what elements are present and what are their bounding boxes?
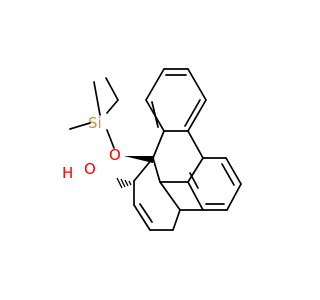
bond-five-2 [187, 130, 204, 159]
bond-benzo-3 [187, 68, 207, 101]
bond-five-3 [187, 157, 204, 183]
bond-si-methyl-top [93, 81, 101, 116]
wedge-bond-o-c [124, 156, 153, 163]
bond-left-4b [139, 203, 153, 223]
bond-left-7 [159, 181, 181, 211]
atom-label-oh-o: O [84, 160, 96, 178]
bond-si-methyl-left [69, 122, 91, 130]
bond-left-4 [133, 204, 151, 231]
bond-naph-5b [189, 172, 199, 189]
bond-naph-5 [187, 181, 204, 211]
bond-left-6 [133, 157, 154, 182]
bond-naph-2 [225, 157, 242, 185]
bond-naph-3 [226, 183, 242, 211]
molecule-drawing: Si O H O [62, 68, 242, 231]
bond-five-1 [152, 130, 165, 159]
bond-benzo-1 [145, 68, 165, 101]
bond-benzo-4 [187, 99, 207, 132]
bond-methyl-right-ext [105, 77, 119, 101]
atom-label-si: Si [88, 114, 102, 132]
bond-si-o [106, 129, 115, 149]
bond-left-2 [172, 209, 181, 231]
hash-bond-c-oh [116, 177, 132, 189]
bond-si-methyl-right [106, 99, 119, 114]
bond-naph-2b [221, 163, 235, 186]
bond-benzo-4b [184, 99, 201, 127]
bond-benzo-6b [151, 101, 159, 128]
bond-five-5 [152, 157, 161, 183]
structure-diagram: Si O H O [62, 68, 242, 231]
atom-label-o-silyl: O [109, 146, 121, 164]
atom-label-oh-h: H [62, 164, 73, 182]
